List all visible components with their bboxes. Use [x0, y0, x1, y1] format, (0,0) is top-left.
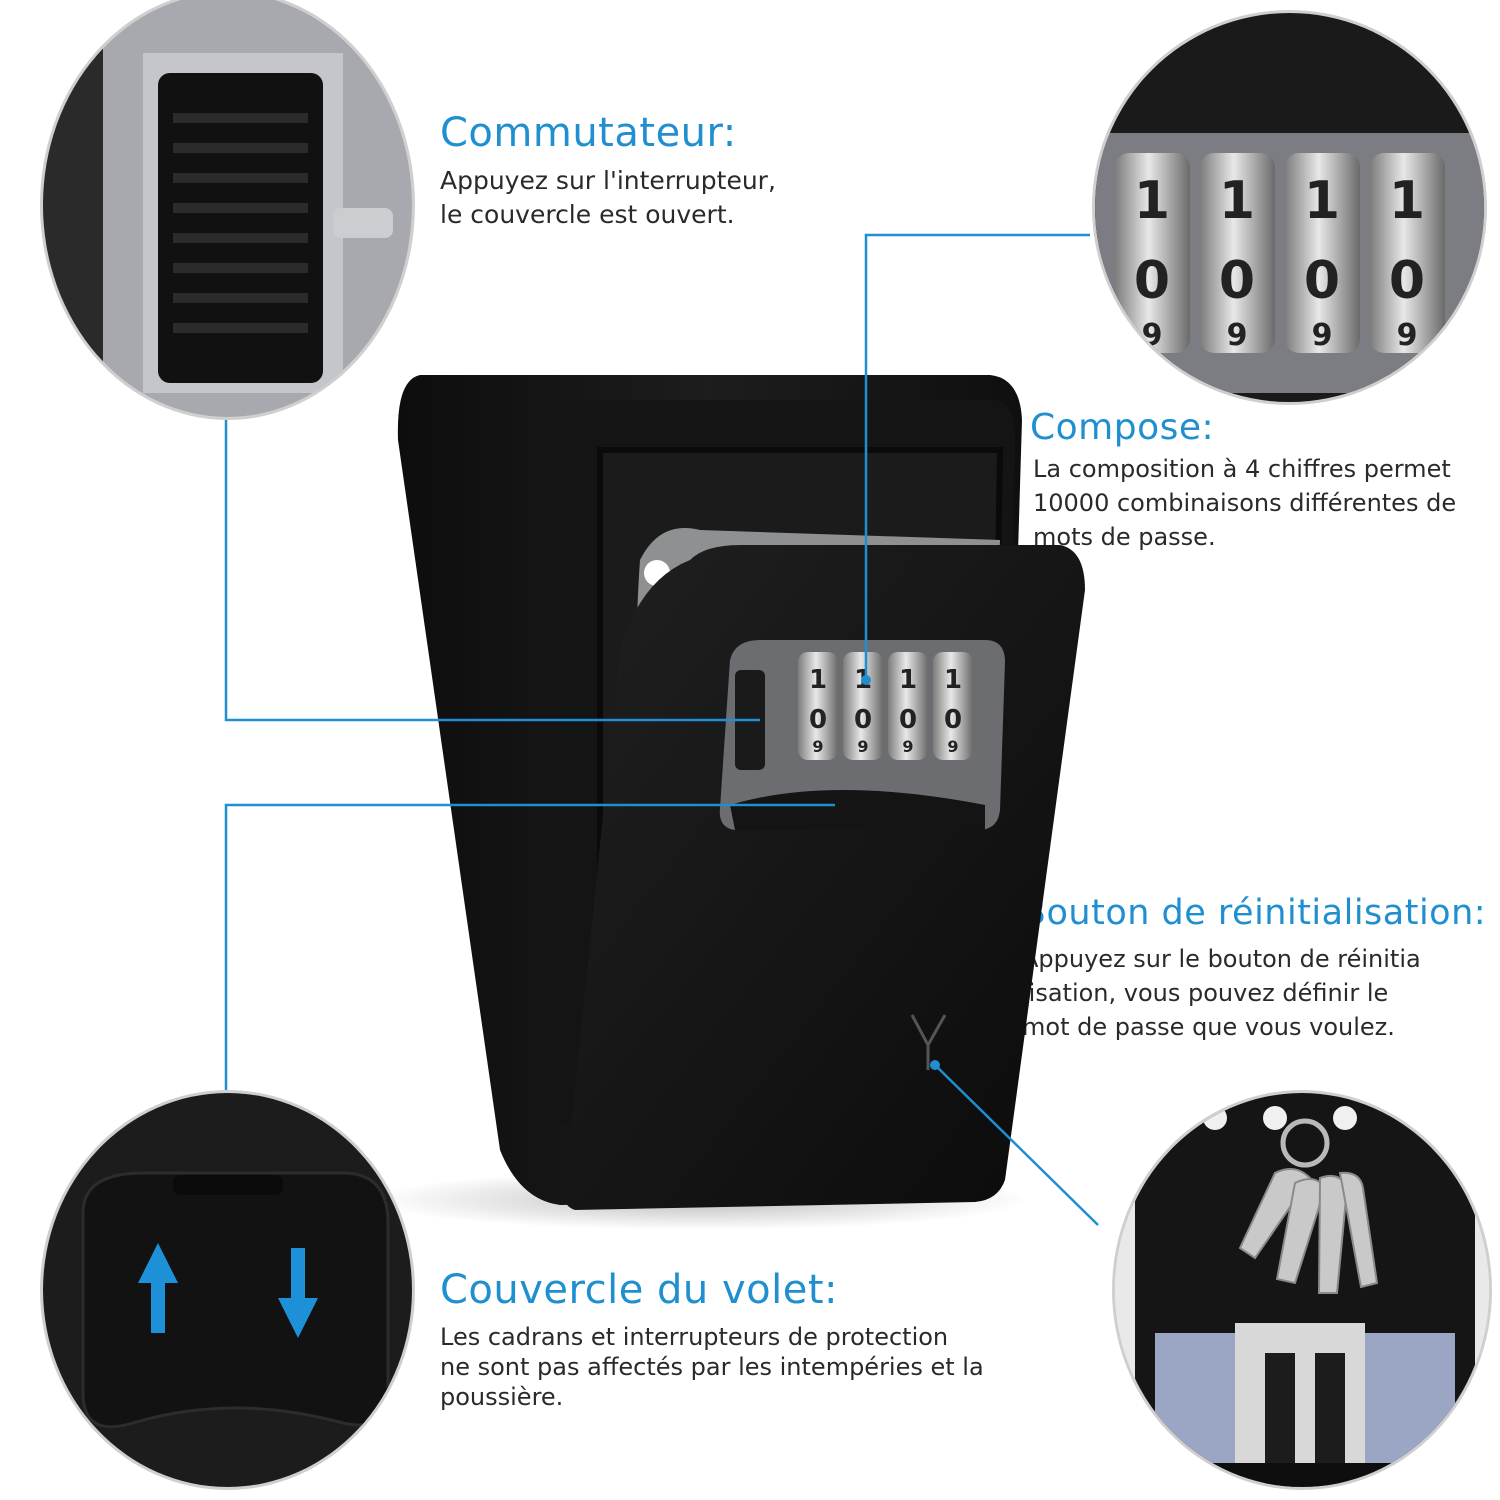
up-arrow-icon [138, 1243, 178, 1333]
switch-title: Commutateur: [440, 110, 737, 156]
dial-line-2: 10000 combinaisons différentes de [1033, 489, 1457, 517]
keys-inside-photo [1112, 1090, 1492, 1490]
reset-line-1: Appuyez sur le bouton de réinitia [1022, 945, 1421, 973]
main-dial-bot-3: 9 [902, 737, 913, 756]
main-dial-bot-4: 9 [947, 737, 958, 756]
switch-line-2: le couvercle est ouvert. [440, 200, 735, 229]
zoom-dial-mid-1: 0 [1134, 251, 1170, 311]
zoom-dial-mid-2: 0 [1219, 251, 1255, 311]
cover-line-1: Les cadrans et interrupteurs de protecti… [440, 1323, 949, 1351]
cover-detail-photo [40, 1090, 415, 1490]
reset-description: Appuyez sur le bouton de réinitia lisati… [1022, 942, 1421, 1044]
reset-line-3: mot de passe que vous voulez. [1022, 1013, 1395, 1041]
main-dial-bot-2: 9 [857, 737, 868, 756]
reset-title: Bouton de réinitialisation: [1022, 893, 1487, 933]
down-arrow-icon [278, 1248, 318, 1338]
zoom-dial-bot-2: 9 [1227, 318, 1248, 353]
zoom-dial-top-4: 1 [1389, 171, 1425, 231]
main-dial-bot-1: 9 [812, 737, 823, 756]
dial-detail-photo: 1 1 1 1 0 0 0 0 9 9 9 9 [1092, 10, 1487, 405]
switch-line-1: Appuyez sur l'interrupteur, [440, 166, 776, 195]
zoom-dial-bot-3: 9 [1312, 318, 1333, 353]
cover-line-2: ne sont pas affectés par les intempéries… [440, 1353, 984, 1381]
reset-line-2: lisation, vous pouvez définir le [1022, 979, 1389, 1007]
switch-description: Appuyez sur l'interrupteur, le couvercle… [440, 164, 776, 232]
zoom-dial-mid-4: 0 [1389, 251, 1425, 311]
zoom-dial-top-2: 1 [1219, 171, 1255, 231]
cover-description: Les cadrans et interrupteurs de protecti… [440, 1322, 984, 1412]
switch-detail-photo [40, 0, 415, 420]
zoom-dial-top-3: 1 [1304, 171, 1340, 231]
dial-line-1: La composition à 4 chiffres permet [1033, 455, 1451, 483]
main-dial-top-4: 1 [944, 665, 962, 695]
zoom-dial-top-1: 1 [1134, 171, 1170, 231]
main-dial-mid-1: 0 [809, 705, 827, 735]
zoom-dial-bot-4: 9 [1397, 318, 1418, 353]
zoom-dial-mid-3: 0 [1304, 251, 1340, 311]
dial-description: La composition à 4 chiffres permet 10000… [1033, 452, 1456, 554]
main-dial-mid-2: 0 [854, 705, 872, 735]
main-dial-top-3: 1 [899, 665, 917, 695]
main-dial-top-2: 1 [854, 665, 872, 695]
cover-line-3: poussière. [440, 1383, 564, 1411]
cover-title: Couvercle du volet: [440, 1267, 839, 1313]
main-dial-top-1: 1 [809, 665, 827, 695]
main-dial-mid-4: 0 [944, 705, 962, 735]
main-dial-mid-3: 0 [899, 705, 917, 735]
